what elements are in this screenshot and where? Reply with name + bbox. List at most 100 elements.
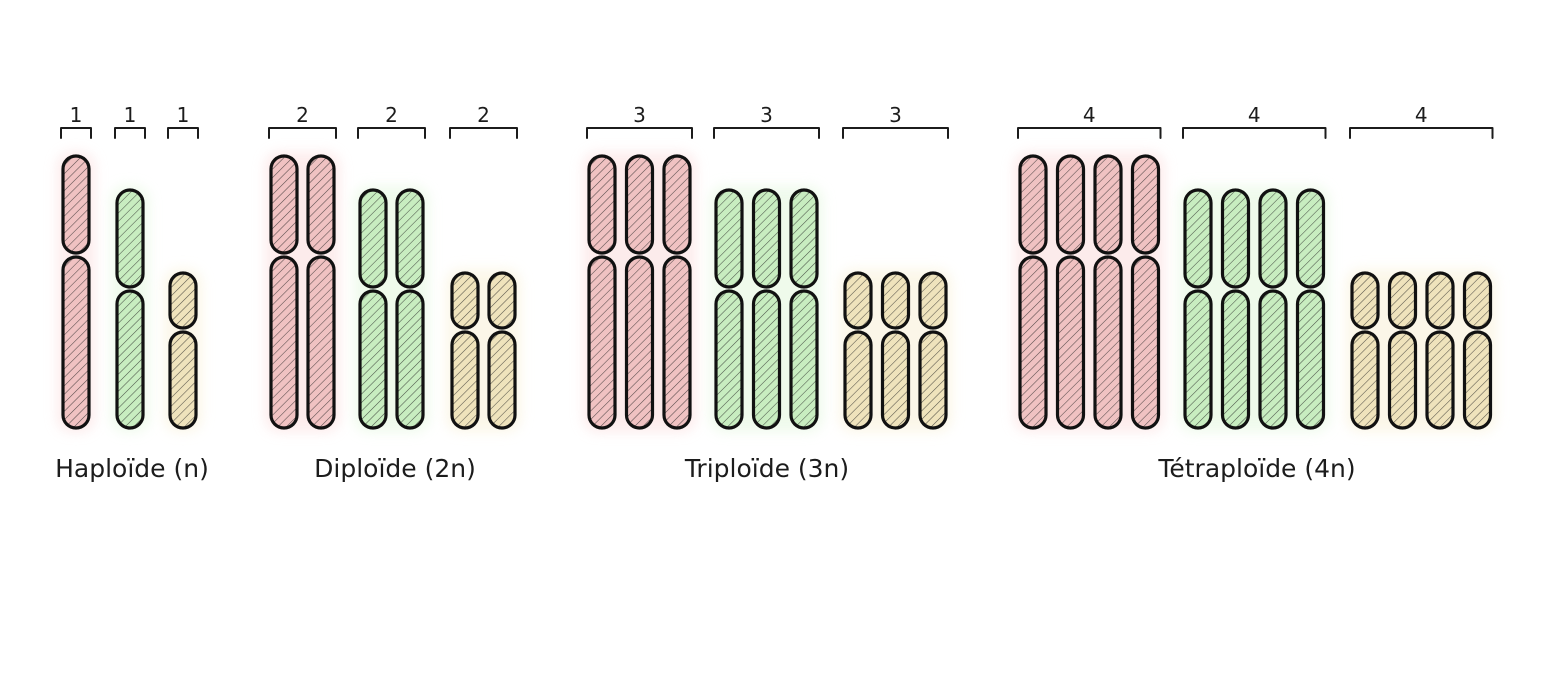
chromosome-outline [662, 154, 692, 255]
set-bracket [268, 127, 337, 139]
chromosome-hatching [1464, 332, 1491, 428]
chromosome-yellow [487, 271, 517, 430]
chromosome-hatching [308, 257, 334, 428]
chromosome-outline [1183, 289, 1213, 430]
chromosome-hatching [882, 332, 909, 428]
set-count-label: 1 [70, 103, 83, 127]
set-count-label: 2 [296, 103, 309, 127]
chromosome-outline [115, 289, 145, 430]
chromosome-hatching [360, 291, 386, 428]
chromosome-red [1055, 154, 1086, 430]
chromosome-hatching [753, 291, 780, 428]
chromosome-outline [450, 330, 480, 430]
chromosome-green [1295, 188, 1326, 430]
chromosome-hatching [397, 291, 423, 428]
chromosome-hatching [1260, 291, 1286, 428]
set-count-label: 1 [124, 103, 137, 127]
chromosome-outline [487, 271, 517, 330]
chromosome-green [358, 188, 388, 430]
chromosome-green [714, 188, 744, 430]
group-label-haploid: Haploïde (n) [55, 454, 209, 483]
set-count-label: 3 [889, 103, 902, 127]
set-bracket [167, 127, 199, 139]
set-count-label: 3 [633, 103, 646, 127]
set-count-label: 4 [1415, 103, 1428, 127]
chromosome-outline [358, 188, 388, 289]
chromosome-outline [306, 255, 336, 430]
chromosome-hatching [1095, 257, 1121, 428]
chromosome-outline [269, 255, 299, 430]
chromosome-yellow [1350, 271, 1380, 430]
chromosome-hatching [170, 332, 196, 428]
chromosome-hatching [716, 190, 742, 287]
chromosome-outline [662, 255, 692, 430]
chromosome-outline [1055, 255, 1086, 430]
chromosome-outline [1258, 188, 1288, 289]
chromosome-hatching [589, 257, 615, 428]
chromosome-hatching [882, 273, 909, 328]
set-bracket [449, 127, 518, 139]
chromosome-green [789, 188, 819, 430]
chromosome-green [395, 188, 425, 430]
chromosome-glow [1346, 269, 1497, 432]
group-label-triploid: Triploïde (3n) [684, 454, 849, 483]
chromosome-outline [1093, 255, 1123, 430]
chromosome-outline [1462, 271, 1493, 330]
chromosome-hatching [753, 190, 780, 287]
chromosome-hatching [1095, 156, 1121, 253]
chromosome-hatching [1057, 156, 1084, 253]
chromosome-outline [168, 330, 198, 430]
chromosome-outline [269, 154, 299, 255]
chromosome-outline [880, 271, 911, 330]
chromosome-outline [306, 154, 336, 255]
chromosome-hatching [716, 291, 742, 428]
chromosome-yellow [1425, 271, 1455, 430]
chromosome-hatching [452, 332, 478, 428]
chromosome-outline [1462, 330, 1493, 430]
chromosome-outline [1258, 289, 1288, 430]
chromosome-red [269, 154, 299, 430]
chromosome-outline [1018, 154, 1048, 255]
chromosome-hatching [664, 156, 690, 253]
set-bracket [357, 127, 426, 139]
chromosome-hatching [1389, 273, 1416, 328]
chromosome-outline [1295, 188, 1326, 289]
chromosome-yellow [1387, 271, 1418, 430]
chromosome-hatching [452, 273, 478, 328]
chromosome-outline [1425, 330, 1455, 430]
chromosome-yellow [918, 271, 948, 430]
chromosome-hatching [63, 156, 89, 253]
chromosome-outline [1220, 188, 1251, 289]
chromosome-hatching [1389, 332, 1416, 428]
chromosome-outline [1130, 255, 1161, 430]
chromosome-outline [1093, 154, 1123, 255]
set-bracket [713, 127, 820, 139]
chromosome-outline [714, 188, 744, 289]
group-label-tetraploid: Tétraploïde (4n) [1157, 454, 1355, 483]
set-bracket [1182, 127, 1327, 139]
chromosome-hatching [489, 332, 515, 428]
chromosome-yellow [843, 271, 873, 430]
chromosome-hatching [489, 273, 515, 328]
set-bracket [1349, 127, 1494, 139]
chromosome-red [1093, 154, 1123, 430]
set-count-label: 4 [1083, 103, 1096, 127]
chromosome-outline [450, 271, 480, 330]
chromosome-outline [395, 188, 425, 289]
chromosome-outline [751, 188, 782, 289]
chromosome-hatching [845, 332, 871, 428]
set-bracket [114, 127, 146, 139]
chromosome-outline [168, 271, 198, 330]
chromosome-hatching [626, 156, 653, 253]
chromosome-red [61, 154, 91, 430]
chromosome-green [1183, 188, 1213, 430]
chromosome-outline [1295, 289, 1326, 430]
set-count-label: 3 [760, 103, 773, 127]
chromosome-outline [918, 330, 948, 430]
chromosome-yellow [1462, 271, 1493, 430]
chromosome-outline [61, 255, 91, 430]
set-count-label: 1 [177, 103, 190, 127]
chromosome-red [1018, 154, 1048, 430]
chromosome-red [306, 154, 336, 430]
